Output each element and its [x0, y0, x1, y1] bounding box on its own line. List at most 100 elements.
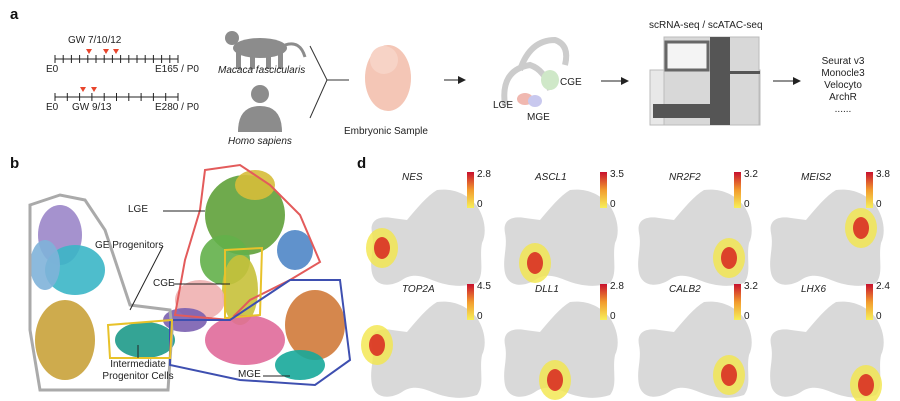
- cluster-blob: [277, 230, 313, 270]
- expression-hotspot: [721, 247, 737, 269]
- colorbar-max: 3.2: [744, 281, 758, 292]
- macaque-gw-label: GW 7/10/12: [68, 35, 122, 46]
- expression-hotspot: [369, 334, 385, 356]
- ipc-outline: [106, 318, 174, 359]
- annotation-leader: [129, 245, 164, 311]
- annot-cge: CGE: [153, 278, 175, 289]
- species-human: Homo sapiens: [228, 136, 292, 147]
- panel-d-label: d: [357, 155, 367, 172]
- feature-plots: [361, 172, 884, 401]
- gene-label: DLL1: [535, 284, 559, 295]
- cge-region: [541, 70, 559, 90]
- gene-label: MEIS2: [801, 172, 832, 183]
- colorbar-max: 3.8: [876, 169, 890, 180]
- feature-plot-nes: [366, 189, 485, 286]
- human-start: E0: [46, 102, 59, 113]
- colorbar: [600, 284, 607, 320]
- sample-markers: [80, 49, 119, 92]
- sequencer-icon: [649, 36, 761, 126]
- colorbar: [467, 172, 474, 208]
- tool-velocyto: Velocyto: [824, 80, 862, 91]
- expression-hotspot: [374, 237, 390, 259]
- cge-outline: [224, 246, 264, 320]
- colorbar-max: 2.8: [477, 169, 491, 180]
- colorbar: [866, 284, 873, 320]
- colorbar: [734, 172, 741, 208]
- merge-lines: [309, 45, 349, 119]
- macaque-icon: [225, 31, 307, 69]
- feature-plot-nr2f2: [638, 189, 752, 286]
- timeline-macaque: [54, 55, 179, 63]
- macaque-end: E165 / P0: [155, 64, 199, 75]
- colorbar: [600, 172, 607, 208]
- expression-hotspot: [547, 369, 563, 391]
- umap-clusters: [28, 163, 352, 392]
- colorbar: [467, 284, 474, 320]
- expression-hotspot: [527, 252, 543, 274]
- colorbar-min: 0: [477, 311, 483, 322]
- cluster-blob: [275, 350, 325, 380]
- embryo-icon: [365, 45, 411, 111]
- cluster-blob: [35, 300, 95, 380]
- expression-hotspot: [858, 374, 874, 396]
- cluster-blob: [45, 245, 105, 295]
- expression-hotspot: [853, 217, 869, 239]
- feature-plot-lhx6: [770, 301, 884, 401]
- colorbar-min: 0: [610, 199, 616, 210]
- annot-intermediate: Intermediate: [110, 359, 166, 370]
- colorbar-max: 3.2: [744, 169, 758, 180]
- tool-archr: ArchR: [829, 92, 857, 103]
- cluster-blob: [115, 322, 175, 358]
- colorbar: [734, 284, 741, 320]
- expression-hotspot: [721, 364, 737, 386]
- tool-monocle: Monocle3: [821, 68, 865, 79]
- feature-plot-calb2: [638, 301, 752, 398]
- colorbar-max: 2.4: [876, 281, 890, 292]
- colorbar-max: 4.5: [477, 281, 491, 292]
- macaque-start: E0: [46, 64, 59, 75]
- gene-label: ASCL1: [535, 172, 567, 183]
- feature-plot-dll1: [504, 301, 618, 400]
- colorbar-min: 0: [477, 199, 483, 210]
- colorbar-min: 0: [876, 311, 882, 322]
- annot-ge-progenitors: GE Progenitors: [95, 240, 164, 251]
- panel-a-label: a: [10, 6, 19, 23]
- tool-list: Seurat v3 Monocle3 Velocyto ArchR ......: [808, 56, 878, 116]
- colorbar-min: 0: [876, 199, 882, 210]
- panel-b-label: b: [10, 155, 20, 172]
- feature-plot-meis2: [770, 189, 884, 286]
- timeline-human: [54, 93, 179, 101]
- annot-mge: MGE: [238, 369, 261, 380]
- annot-progenitor-cells: Progenitor Cells: [102, 371, 174, 382]
- feature-plot-top2a: [361, 301, 485, 398]
- cluster-blob: [235, 170, 275, 200]
- colorbar-min: 0: [744, 199, 750, 210]
- colorbar-max: 2.8: [610, 281, 624, 292]
- cluster-blob: [205, 315, 285, 365]
- colorbar-max: 3.5: [610, 169, 624, 180]
- human-icon: [238, 85, 282, 132]
- sequencing-label: scRNA-seq / scATAC-seq: [649, 20, 763, 31]
- cluster-blob: [285, 290, 345, 360]
- gene-label: NR2F2: [669, 172, 701, 183]
- tool-more: ......: [834, 104, 852, 115]
- human-gw-label: GW 9/13: [72, 102, 112, 113]
- mge-region: [528, 95, 542, 107]
- mge-outline: [169, 279, 352, 387]
- lge-outline: [173, 163, 322, 322]
- gene-label: CALB2: [669, 284, 701, 295]
- gene-label: TOP2A: [402, 284, 435, 295]
- ge-progenitors-outline: [28, 193, 174, 392]
- region-lge: LGE: [493, 100, 514, 111]
- cluster-blob: [30, 240, 60, 290]
- colorbar-min: 0: [610, 311, 616, 322]
- gene-label: LHX6: [801, 284, 827, 295]
- colorbar-min: 0: [744, 311, 750, 322]
- sample-label: Embryonic Sample: [344, 126, 428, 137]
- tool-seurat: Seurat v3: [821, 56, 865, 67]
- feature-plot-ascl1: [504, 189, 618, 286]
- species-macaque: Macaca fascicularis: [218, 65, 306, 76]
- gene-label: NES: [402, 172, 423, 183]
